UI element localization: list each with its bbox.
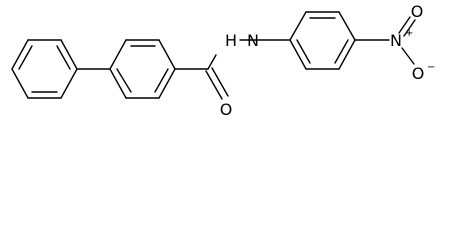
nitro-nitrogen-charge: +	[405, 28, 413, 39]
bond	[289, 11, 307, 41]
bond	[60, 68, 78, 99]
carbonyl-double-bond	[211, 67, 229, 97]
benzene-ring-center	[109, 39, 176, 99]
nitro-oxygen-single-label: O	[412, 64, 425, 83]
amide-cn-bond	[207, 54, 217, 70]
bond	[158, 39, 176, 70]
double-bond-inner	[56, 45, 71, 70]
nitro-oxygen-double-label: O	[411, 2, 424, 21]
double-bond-inner	[18, 45, 33, 70]
bond	[338, 39, 356, 70]
bond	[289, 39, 307, 70]
carbonyl-double-bond	[205, 70, 223, 100]
bond	[11, 39, 29, 70]
bond	[109, 39, 127, 70]
carbonyl-oxygen-label: O	[220, 100, 233, 119]
double-bond-inner	[154, 68, 169, 93]
double-bond-inner	[334, 39, 349, 64]
nitro-double-bond	[398, 16, 411, 34]
phenyl-ring-left	[11, 39, 78, 99]
molecule-structure-diagram: N H O N + O O −	[11, 2, 435, 119]
amide-nitrogen-label: N	[247, 31, 259, 50]
bond	[158, 68, 176, 99]
bond	[11, 68, 29, 99]
nitrophenyl-ring	[289, 11, 356, 70]
double-bond-inner	[116, 68, 132, 93]
bond	[109, 68, 127, 99]
bond	[60, 39, 78, 70]
bond	[338, 11, 356, 41]
nitro-nitrogen-label: N	[390, 31, 402, 50]
nitro-oxygen-charge: −	[427, 62, 435, 73]
amide-hydrogen-label: H	[225, 31, 237, 50]
nitro-double-bond	[403, 19, 416, 37]
double-bond-inner	[296, 39, 311, 64]
nitro-single-bond	[401, 47, 415, 65]
